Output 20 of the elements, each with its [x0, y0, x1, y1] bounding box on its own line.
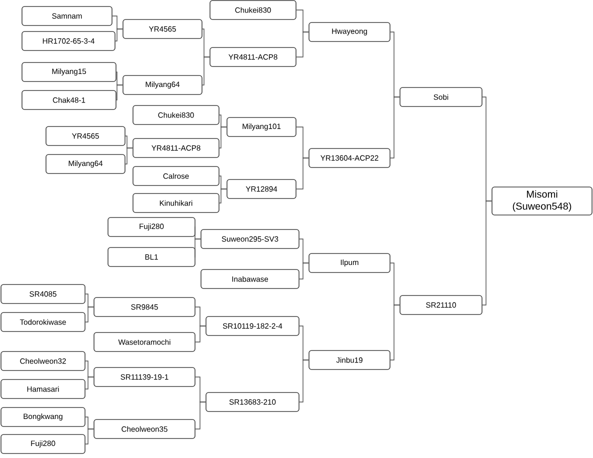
connector-line: [194, 238, 201, 258]
connector-line: [296, 32, 309, 58]
connector-line: [219, 188, 227, 204]
connector-line: [116, 84, 123, 100]
connector-line: [85, 428, 94, 444]
connector-line: [195, 326, 206, 342]
connector-line: [482, 200, 492, 306]
connector-line: [390, 304, 400, 360]
connector-line: [125, 148, 133, 164]
connector-line: [195, 402, 206, 430]
variety-box: Misomi (Suweon548): [492, 186, 592, 216]
connector-line: [85, 306, 94, 322]
connector-line: [299, 360, 309, 402]
connector-line: [296, 158, 309, 190]
connector-line: [299, 262, 309, 280]
connector-line: [202, 56, 210, 86]
connector-line: [219, 126, 227, 148]
connector-line: [85, 376, 94, 390]
connector-line: [390, 96, 400, 158]
connector-line: [115, 28, 123, 42]
